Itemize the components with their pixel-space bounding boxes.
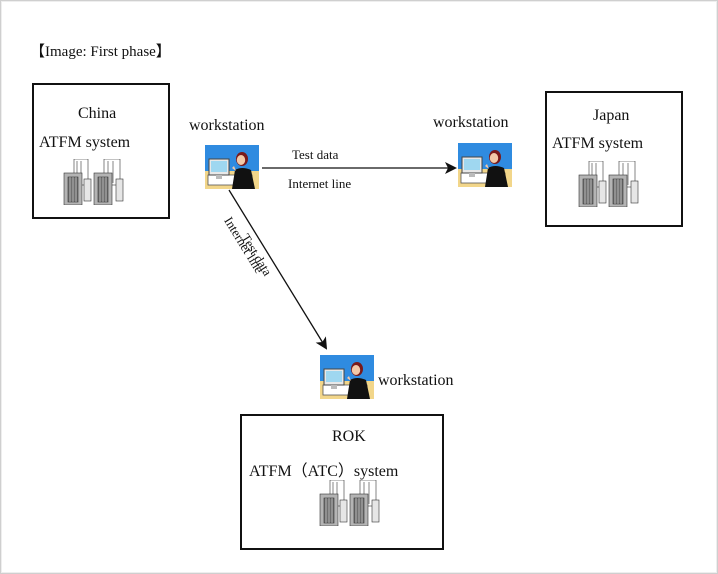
link-japan-top-label: Test data [292,147,339,162]
china-label: China [78,105,117,122]
figure-caption: 【Image: First phase】 [30,44,171,60]
link-china-rok [228,189,328,350]
china-system-label: ATFM system [39,134,131,151]
china-workstation-label: workstation [189,117,265,134]
china-system-box: China ATFM system [32,83,170,219]
japan-workstation-label: workstation [433,114,509,131]
rok-system-label: ATFM（ATC）system [249,463,399,480]
japan-system-label: ATFM system [552,135,644,152]
rok-system-box: ROK ATFM（ATC）system [240,414,444,550]
rok-label: ROK [332,428,366,445]
rok-workstation-label: workstation [378,372,454,389]
japan-system-box: Japan ATFM system [545,91,683,227]
link-japan-bottom-label: Internet line [288,176,352,191]
japan-label: Japan [593,107,630,124]
